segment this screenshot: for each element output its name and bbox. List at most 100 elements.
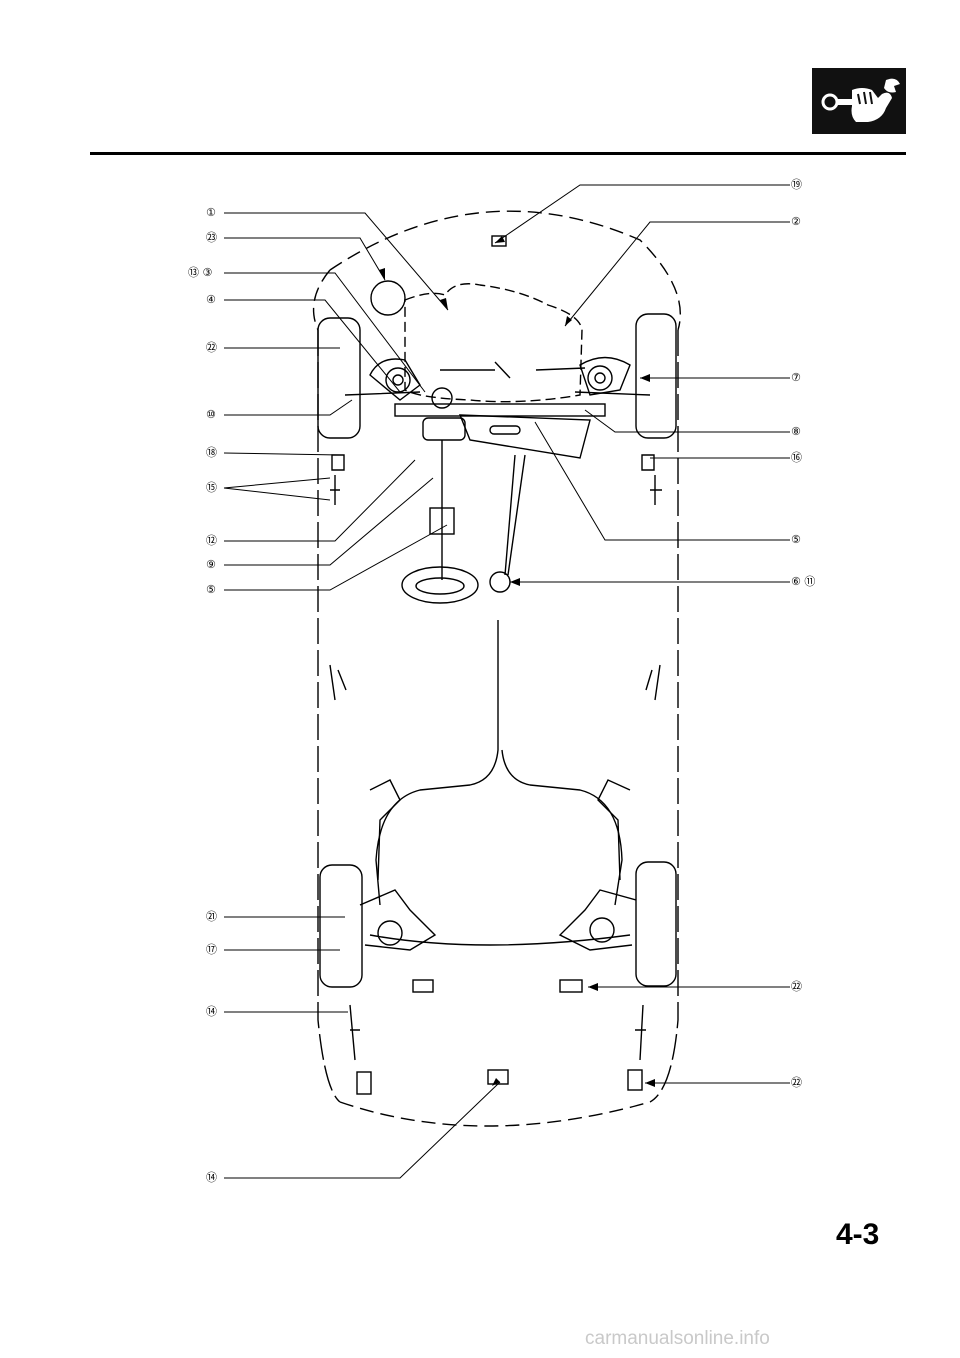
front-left-wheel	[317, 317, 361, 439]
callout-15: ⑮	[206, 481, 217, 494]
service-tool-logo	[812, 68, 906, 134]
callout-13-3: ⑬ ③	[188, 266, 212, 279]
callout-label: ⑤	[791, 533, 801, 546]
steering-rack	[394, 403, 606, 417]
callout-16: ⑯	[791, 451, 802, 464]
clip-mid-right	[645, 664, 661, 701]
bracket-rear-left-2	[356, 1071, 372, 1095]
callout-22-rear: ㉒	[791, 980, 802, 993]
car-body-outline	[312, 210, 682, 1127]
steering-wheel-inner	[415, 577, 465, 595]
rear-subframe-right	[597, 779, 631, 881]
callout-label: ⑬ ③	[188, 266, 213, 279]
callout-8: ⑧	[791, 425, 801, 438]
clip-rear-right	[635, 1004, 646, 1061]
rear-left-arm	[359, 889, 437, 951]
leader-lines	[223, 184, 790, 1179]
bracket-rear-left	[412, 979, 434, 993]
callout-label: ⑧	[791, 425, 801, 438]
parking-cable-right	[501, 749, 623, 906]
front-right-wheel	[635, 313, 677, 439]
header-rule	[90, 152, 906, 155]
callout-22-bottom: ㉒	[791, 1076, 802, 1089]
watermark-text: carmanualsonline.info	[585, 1328, 770, 1349]
callout-5-right: ⑤	[791, 533, 801, 546]
callout-23: ㉓	[206, 231, 217, 244]
callout-label: ⑦	[791, 371, 801, 384]
callout-19: ⑲	[791, 178, 802, 191]
right-driveshaft	[535, 367, 586, 371]
callout-6-11: ⑥ ⑪	[791, 575, 815, 588]
callout-18: ⑱	[206, 446, 217, 459]
column-joint	[429, 507, 455, 535]
tool-wrench-hand-icon	[812, 68, 906, 134]
callout-21: ㉑	[206, 910, 217, 923]
engine-outline	[404, 283, 583, 403]
bracket-rear-right-2	[627, 1069, 643, 1091]
callout-label: ㉑	[206, 910, 217, 923]
rear-subframe-left	[369, 779, 401, 881]
callout-2: ②	[791, 215, 801, 228]
left-knuckle	[385, 367, 411, 393]
crossmember	[458, 414, 591, 459]
car-side-right	[649, 330, 679, 1103]
callout-label: ⑥ ⑪	[791, 575, 816, 588]
callout-label: ⑭	[206, 1005, 217, 1018]
callout-22-front: ㉒	[206, 341, 217, 354]
callout-label: ⑫	[206, 534, 217, 547]
rear-left-wheel	[319, 864, 363, 988]
right-knuckle-inner	[594, 372, 606, 384]
callout-label: ⑲	[791, 178, 802, 191]
sensor-box-front	[491, 235, 507, 247]
callout-12: ⑫	[206, 534, 217, 547]
rear-right-wheel	[635, 861, 677, 987]
right-control-arm	[579, 356, 631, 396]
callout-label: ㉒	[206, 341, 217, 354]
callout-label: ⑤	[206, 583, 216, 596]
left-control-arm	[369, 358, 421, 401]
callout-label: ⑭	[206, 1171, 217, 1184]
page-number: 4-3	[836, 1218, 880, 1251]
callout-label: ⑮	[206, 481, 217, 494]
clip-rear-left	[349, 1004, 360, 1061]
callout-17: ⑰	[206, 943, 217, 956]
callout-label: ㉒	[791, 980, 802, 993]
bracket-rear-right	[559, 979, 583, 993]
callout-label: ④	[206, 293, 216, 306]
clip-front-right	[641, 454, 662, 505]
callout-label: ⑯	[791, 451, 802, 464]
clip-mid-left	[329, 664, 347, 701]
callout-label: ⑰	[206, 943, 217, 956]
steering-wheel	[401, 566, 479, 604]
left-knuckle-inner	[392, 374, 404, 386]
callout-9: ⑨	[206, 558, 216, 571]
parking-cable	[375, 620, 499, 906]
callout-10: ⑩	[206, 408, 216, 421]
callout-5-left: ⑤	[206, 583, 216, 596]
callout-1: ①	[206, 206, 216, 219]
callout-label: ㉓	[206, 231, 217, 244]
rear-right-arm	[558, 889, 637, 951]
brake-master	[489, 571, 511, 593]
crossmember-slot	[489, 425, 521, 435]
car-side-left	[317, 330, 341, 1103]
rear-right-hub	[589, 917, 615, 943]
callout-14-lower: ⑭	[206, 1171, 217, 1184]
callout-14-upper: ⑭	[206, 1005, 217, 1018]
callout-label: ⑱	[206, 446, 217, 459]
callout-7: ⑦	[791, 371, 801, 384]
callout-label: ⑩	[206, 408, 216, 421]
right-knuckle	[587, 365, 613, 391]
callout-label: ⑨	[206, 558, 216, 571]
clip-front-left	[330, 454, 345, 505]
brake-line-2	[507, 454, 526, 576]
callout-label: ①	[206, 206, 216, 219]
rear-axle	[369, 934, 631, 946]
left-driveshaft	[440, 361, 511, 379]
reservoir-cap	[370, 280, 406, 316]
callout-label: ㉒	[791, 1076, 802, 1089]
steering-boot	[422, 417, 466, 441]
rear-left-hub	[377, 920, 403, 946]
rack-pinion	[431, 387, 453, 409]
